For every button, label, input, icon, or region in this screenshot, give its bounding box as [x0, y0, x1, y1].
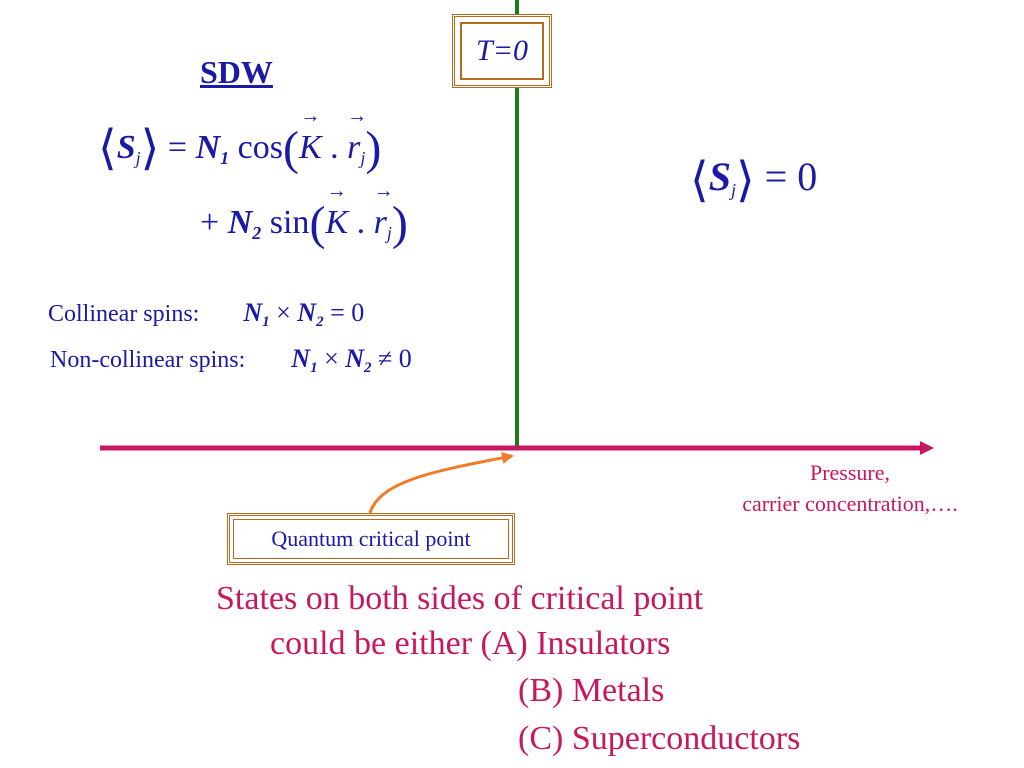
noncollinear-label: Non-collinear spins:	[50, 347, 246, 373]
axis-label-line1: Pressure,	[809, 460, 891, 485]
qcp-pointer-curve	[368, 452, 514, 514]
axis-label-line2: carrier concentration,….	[742, 490, 958, 516]
axis-label: Pressure, carrier concentration,….	[700, 458, 1000, 520]
collinear-row: Collinear spins: N1 × N2 = 0	[48, 298, 365, 330]
qcp-label: Quantum critical point	[233, 519, 509, 559]
collinear-rhs: = 0	[330, 298, 365, 327]
states-line2: could be either (A) Insulators	[270, 625, 671, 662]
t0-label: T=0	[460, 22, 544, 80]
disordered-equation: ⟨Sj⟩ = 0	[690, 154, 818, 207]
collinear-label: Collinear spins:	[48, 301, 200, 327]
states-line1: States on both sides of critical point	[216, 580, 704, 617]
qcp-label-box: Quantum critical point	[227, 513, 515, 565]
sdw-equation-line1: ⟨Sj⟩ = N1 cos(K . rj)	[98, 105, 381, 176]
noncollinear-rhs: ≠ 0	[378, 344, 412, 373]
sdw-equation-line2: + N2 sin(K . rj)	[200, 180, 408, 251]
t0-label-box: T=0	[452, 14, 552, 88]
states-line3: (B) Metals	[518, 672, 665, 709]
sdw-title: SDW	[200, 54, 273, 90]
noncollinear-row: Non-collinear spins: N1 × N2 ≠ 0	[50, 344, 412, 376]
states-line4: (C) Superconductors	[518, 720, 801, 757]
